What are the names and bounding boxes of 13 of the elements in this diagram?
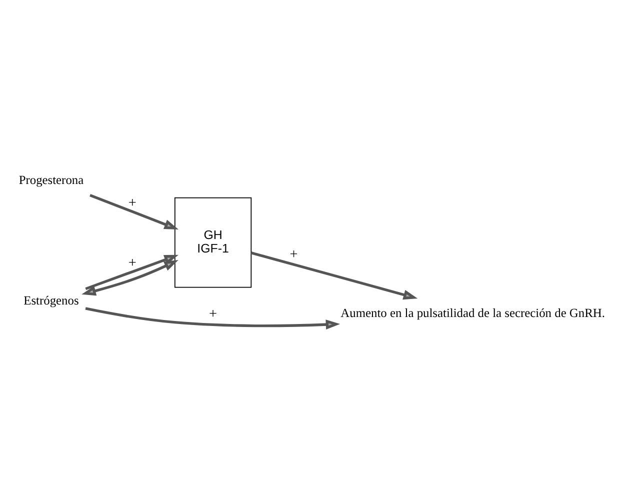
node-text: Estrógenos: [24, 292, 79, 307]
node-text: Aumento en la pulsatilidad de la secreción de GnRH.: [340, 305, 605, 320]
edge-label: +: [209, 305, 218, 322]
arrow: [90, 193, 179, 230]
arrow: [82, 260, 178, 296]
arrow: [85, 254, 178, 290]
edge-label: +: [128, 254, 136, 271]
arrow: [85, 306, 340, 330]
edge-label: +: [128, 194, 136, 210]
edge-label: +: [290, 246, 298, 262]
node-box: GH IGF-1: [174, 196, 252, 288]
node-text: Progesterona: [18, 172, 84, 186]
arrow: [250, 251, 418, 300]
